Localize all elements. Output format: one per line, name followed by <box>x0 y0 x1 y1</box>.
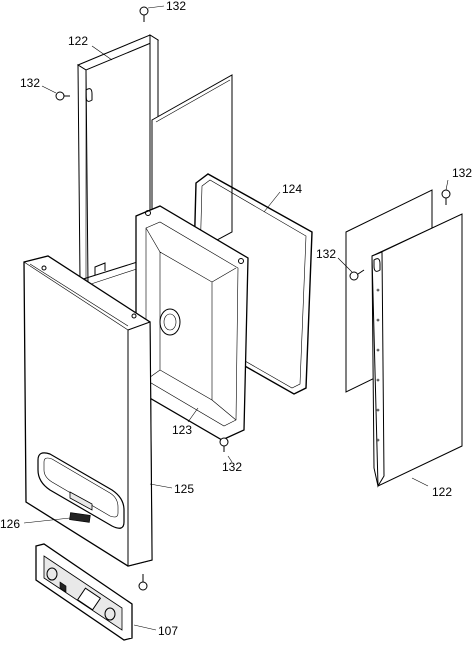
leader-lines <box>23 5 449 631</box>
screw-front-bottom <box>138 574 148 591</box>
combustion-chamber-case <box>135 205 249 441</box>
callout-screw-top: 132 <box>166 0 186 13</box>
screw-right-top <box>441 189 451 205</box>
callout-seal: 124 <box>282 182 302 196</box>
callout-screw-right-top: 132 <box>452 166 472 180</box>
screw-left <box>55 91 70 101</box>
front-cover <box>23 255 153 567</box>
control-facia <box>35 543 133 641</box>
callout-screw-bottom: 132 <box>222 460 242 474</box>
screw-top <box>139 6 149 22</box>
right-side-panel <box>345 189 463 488</box>
callout-front-cover: 125 <box>174 482 194 496</box>
callout-left-panel: 122 <box>68 34 88 48</box>
callout-right-panel: 122 <box>432 485 452 499</box>
screw-center-bottom <box>219 437 229 452</box>
callout-labels: 132 122 132 124 132 132 125 123 132 122 … <box>0 0 472 638</box>
callout-screw-right-mid: 132 <box>316 247 336 261</box>
right-panel-holes <box>376 288 380 442</box>
callout-badge: 126 <box>0 517 20 531</box>
callout-chassis: 123 <box>172 423 192 437</box>
callout-screw-left: 132 <box>20 76 40 90</box>
screw-right-mid <box>349 269 365 281</box>
callout-control-facia: 107 <box>158 624 178 638</box>
